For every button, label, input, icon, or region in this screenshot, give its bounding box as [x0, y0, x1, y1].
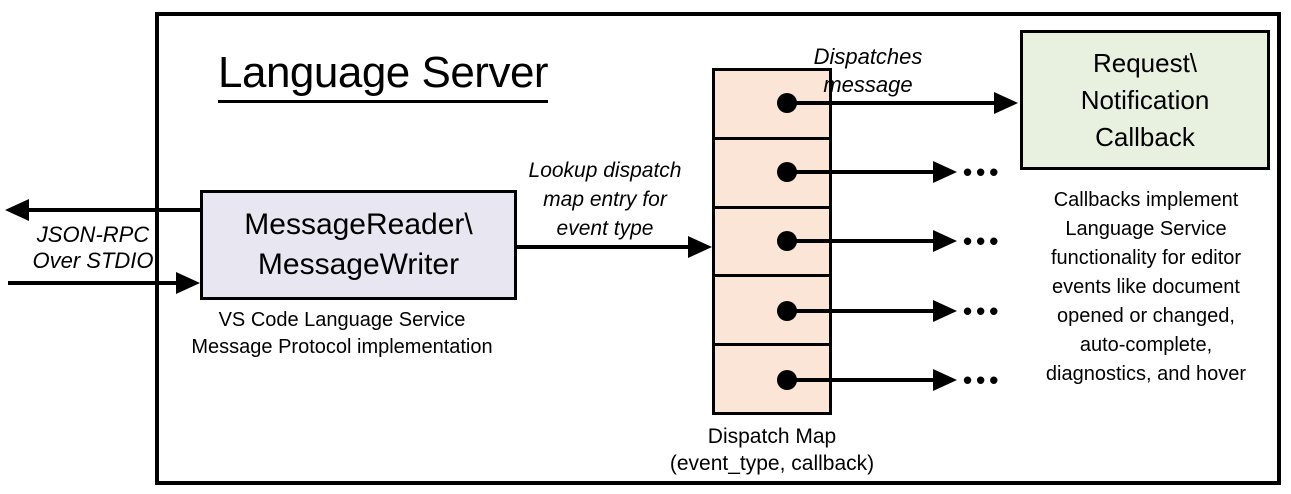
stdio-in-arrow	[8, 281, 178, 285]
dispatch-arrowhead-icon	[933, 369, 957, 391]
stdio-label: JSON-RPC Over STDIO	[32, 222, 154, 273]
dispatch-arrow	[787, 170, 935, 174]
stdio-out-arrowhead-icon	[5, 199, 29, 221]
lookup-arrow	[517, 245, 690, 249]
dispatch-arrowhead-icon	[933, 230, 957, 252]
lookup-arrow-label: Lookup dispatch map entry for event type	[528, 159, 682, 240]
dispatch-map-label: Dispatch Map (event_type, callback)	[669, 425, 875, 475]
dispatch-arrow	[787, 309, 935, 313]
dispatch-map-cell	[715, 277, 829, 347]
dispatch-arrowhead-icon	[933, 300, 957, 322]
dispatches-message-label: Dispatches message	[813, 44, 923, 97]
dispatch-arrowhead-icon	[994, 92, 1018, 114]
more-callbacks-ellipsis: •••	[963, 226, 1003, 256]
dispatch-arrow	[787, 378, 935, 382]
dispatch-map-cell	[715, 140, 829, 209]
reader-writer-caption: VS Code Language Service Message Protoco…	[191, 309, 493, 358]
dispatch-arrowhead-icon	[933, 161, 957, 183]
more-callbacks-ellipsis: •••	[963, 365, 1003, 395]
dispatch-entry-dot	[777, 162, 797, 182]
request-notification-callback-box: Request\ Notification Callback	[1020, 30, 1270, 170]
stdio-out-arrow	[27, 208, 200, 212]
stdio-in-arrowhead-icon	[176, 272, 200, 294]
dispatch-entry-dot	[777, 231, 797, 251]
lookup-arrowhead-icon	[688, 236, 712, 258]
diagram-title-text: Language Server	[218, 48, 549, 103]
dispatch-entry-dot	[777, 370, 797, 390]
callbacks-note: Callbacks implement Language Service fun…	[1045, 189, 1247, 385]
more-callbacks-ellipsis: •••	[963, 157, 1003, 187]
dispatch-map-cell	[715, 209, 829, 278]
dispatch-arrow	[787, 101, 996, 105]
message-reader-writer-box: MessageReader\ MessageWriter	[200, 190, 517, 300]
language-server-boundary	[155, 12, 1281, 485]
dispatch-map-cell	[715, 71, 829, 140]
message-reader-writer-label: MessageReader\ MessageWriter	[244, 208, 473, 281]
more-callbacks-ellipsis: •••	[963, 296, 1003, 326]
request-notification-callback-label: Request\ Notification Callback	[1080, 47, 1210, 152]
dispatch-arrow	[787, 239, 935, 243]
dispatch-entry-dot	[777, 93, 797, 113]
dispatch-entry-dot	[777, 301, 797, 321]
diagram-title: Language Server	[218, 48, 549, 103]
